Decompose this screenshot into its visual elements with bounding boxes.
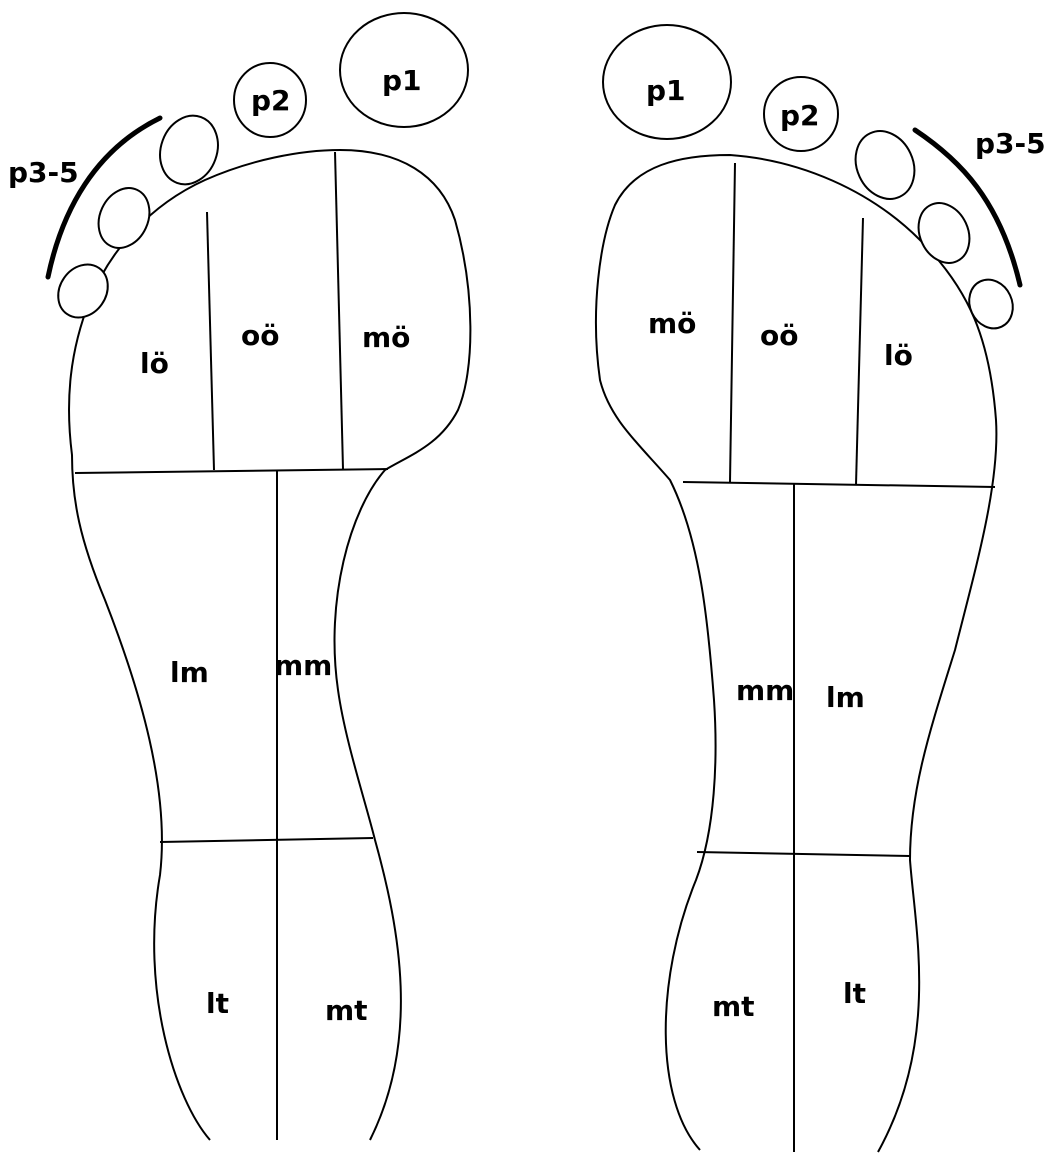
left-foot-outline xyxy=(69,150,470,1140)
right-label-mo: mö xyxy=(648,307,696,340)
left-label-mt: mt xyxy=(325,994,368,1027)
right-label-oo: oö xyxy=(760,319,798,352)
right-label-mm: mm xyxy=(736,674,794,707)
left-label-p3-5: p3-5 xyxy=(8,156,79,189)
right-foot: p1 p2 p3-5 mö oö lö mm lm mt lt xyxy=(596,25,1046,1152)
right-label-lm: lm xyxy=(826,681,865,714)
left-label-mm: mm xyxy=(274,649,332,682)
right-label-lo: lö xyxy=(884,339,913,372)
right-label-p2: p2 xyxy=(780,99,820,132)
right-label-p3-5: p3-5 xyxy=(975,127,1046,160)
left-label-lm: lm xyxy=(170,656,209,689)
right-label-lt: lt xyxy=(843,977,866,1010)
right-label-p1: p1 xyxy=(646,74,686,107)
left-label-lt: lt xyxy=(206,987,229,1020)
right-label-mt: mt xyxy=(712,990,755,1023)
left-label-oo: oö xyxy=(241,319,279,352)
left-label-p1: p1 xyxy=(382,64,422,97)
left-label-mo: mö xyxy=(362,321,410,354)
left-label-p2: p2 xyxy=(251,84,291,117)
left-label-lo: lö xyxy=(140,347,169,380)
right-foot-outline xyxy=(596,155,996,1152)
left-foot: p1 p2 p3-5 lö oö mö lm mm lt mt xyxy=(8,13,470,1140)
